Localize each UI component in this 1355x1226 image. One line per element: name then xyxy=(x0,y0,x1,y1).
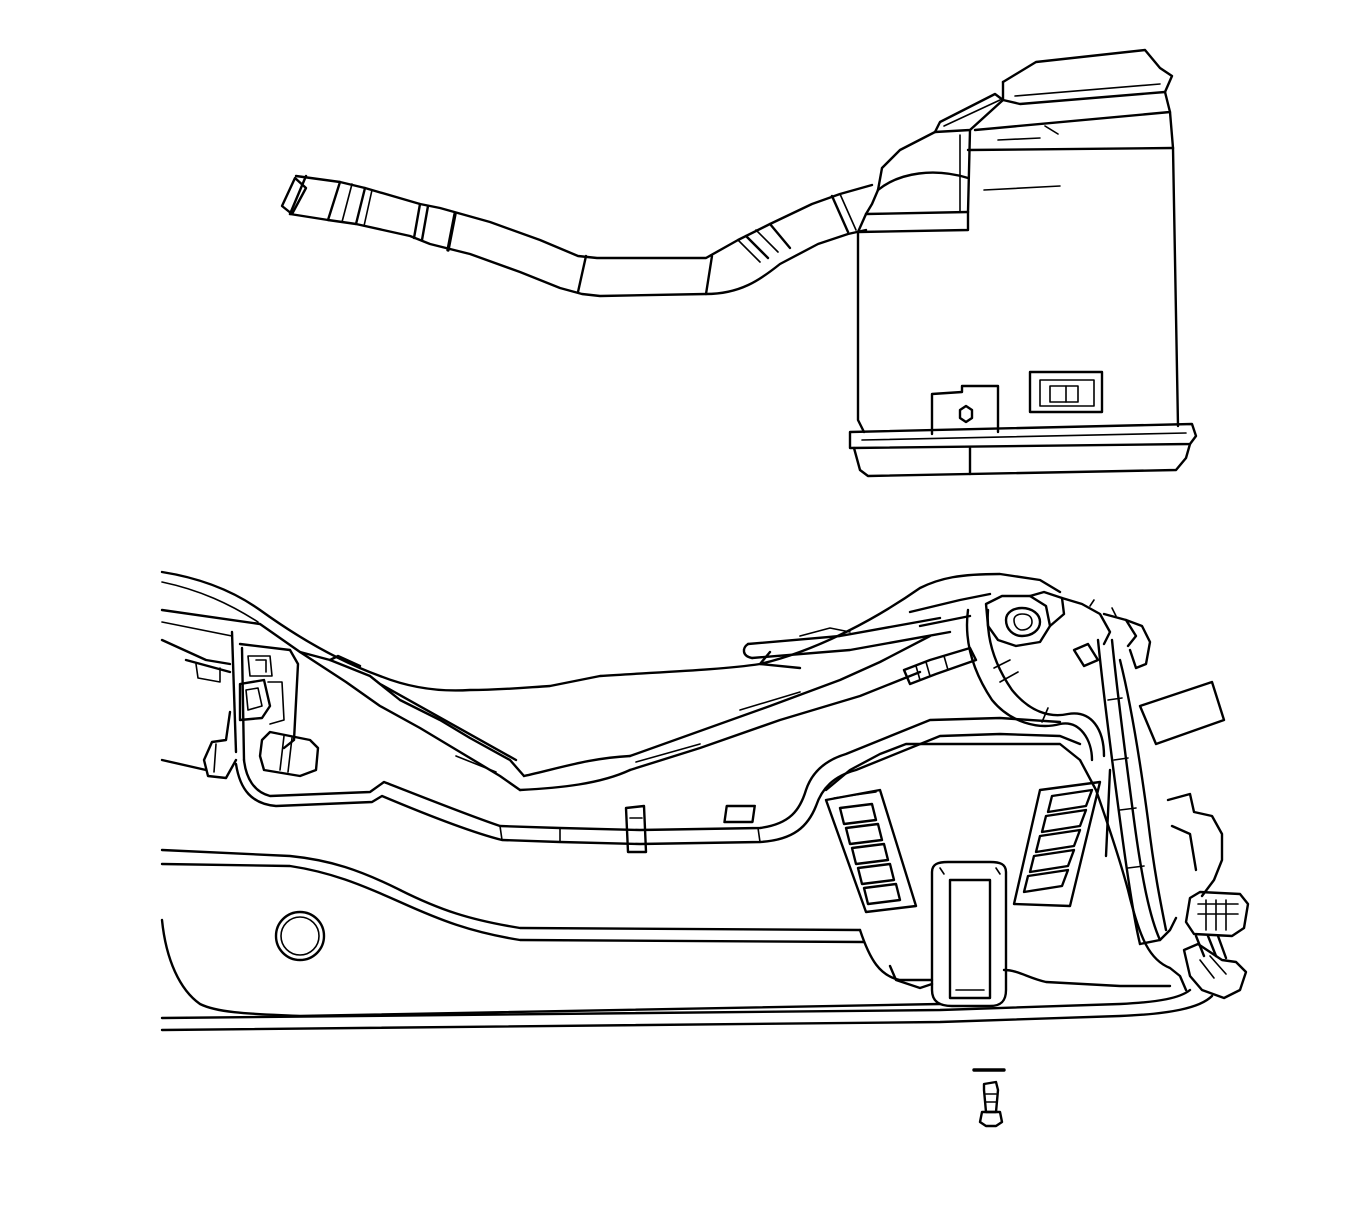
evap-canister xyxy=(848,48,1198,478)
canister-mounting-bolt xyxy=(972,1068,1006,1128)
fuel-tank-assembly xyxy=(160,570,1250,1032)
canister-vent-hose xyxy=(280,174,874,298)
